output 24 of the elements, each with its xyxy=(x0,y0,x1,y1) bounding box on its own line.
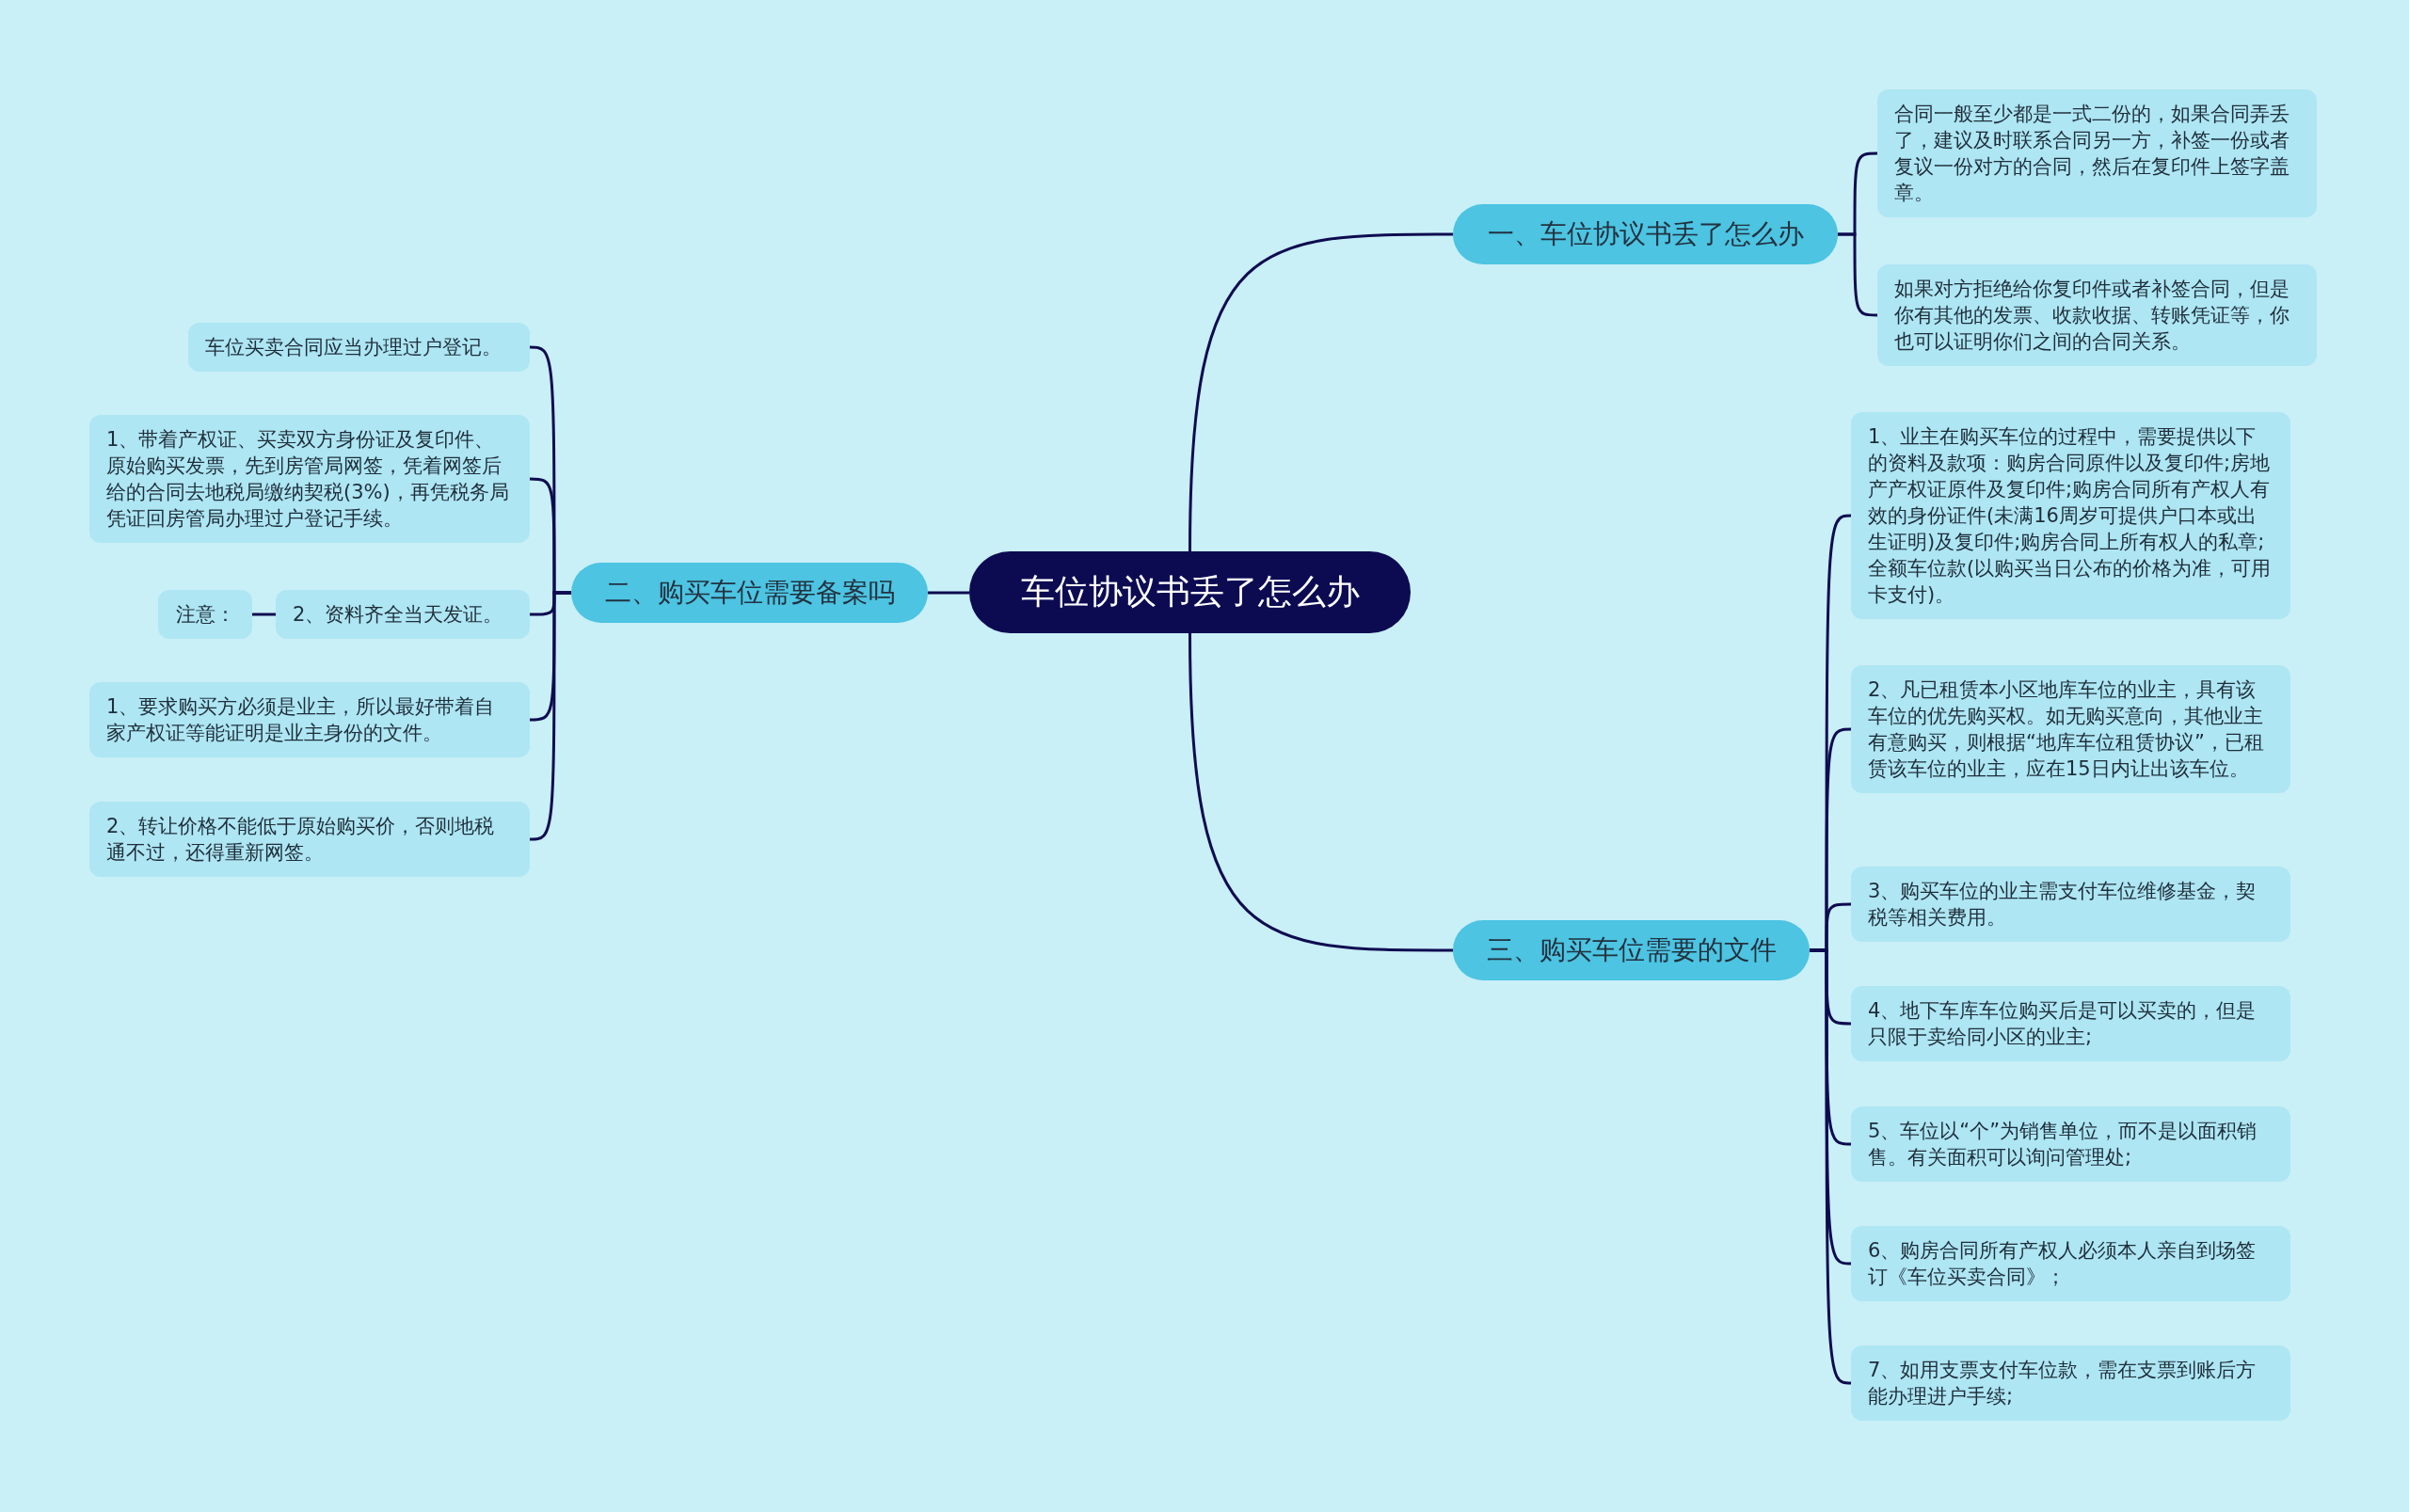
detail-box: 如果对方拒绝给你复印件或者补签合同，但是你有其他的发票、收款收据、转账凭证等，你也可以证明你们之间的合同关系。 xyxy=(1877,264,2317,366)
detail-box: 2、资料齐全当天发证。 xyxy=(276,590,530,639)
detail-box: 1、业主在购买车位的过程中，需要提供以下的资料及款项：购房合同原件以及复印件;房地产产权证原件及复印件;购房合同所有产权人有效的身份证件(未满16周岁可提供户口本或出生证明)及复印件;购房合同上所有权人的私章;全额车位款(以购买当日公布的价格为准，可用卡支付)。 xyxy=(1851,412,2290,619)
detail-box: 6、购房合同所有产权人必须本人亲自到场签订《车位买卖合同》； xyxy=(1851,1226,2290,1301)
branch-topic: 二、购买车位需要备案吗 xyxy=(571,563,928,623)
central-topic: 车位协议书丢了怎么办 xyxy=(969,551,1411,633)
detail-box: 2、转让价格不能低于原始购买价，否则地税通不过，还得重新网签。 xyxy=(89,802,530,877)
branch-topic: 三、购买车位需要的文件 xyxy=(1453,920,1810,980)
detail-box: 1、带着产权证、买卖双方身份证及复印件、原始购买发票，先到房管局网签，凭着网签后给的合同去地税局缴纳契税(3%)，再凭税务局凭证回房管局办理过户登记手续。 xyxy=(89,415,530,543)
detail-box: 5、车位以“个”为销售单位，而不是以面积销售。有关面积可以询问管理处; xyxy=(1851,1106,2290,1182)
detail-box: 4、地下车库车位购买后是可以买卖的，但是只限于卖给同小区的业主; xyxy=(1851,986,2290,1061)
note-tag: 注意： xyxy=(158,590,252,639)
connector-line xyxy=(1810,948,1852,1385)
connector-line xyxy=(1189,632,1453,952)
detail-box: 1、要求购买方必须是业主，所以最好带着自家产权证等能证明是业主身份的文件。 xyxy=(89,682,530,757)
detail-box: 3、购买车位的业主需支付车位维修基金，契税等相关费用。 xyxy=(1851,867,2290,942)
detail-box: 7、如用支票支付车位款，需在支票到账后方能办理进户手续; xyxy=(1851,1345,2290,1421)
detail-box: 合同一般至少都是一式二份的，如果合同弄丢了，建议及时联系合同另一方，补签一份或者复议一份对方的合同，然后在复印件上签字盖章。 xyxy=(1877,89,2317,217)
connector-line xyxy=(252,613,276,616)
connector-line xyxy=(928,591,969,595)
branch-topic: 一、车位协议书丢了怎么办 xyxy=(1453,204,1838,264)
detail-box: 车位买卖合同应当办理过户登记。 xyxy=(188,323,530,372)
connector-line xyxy=(1189,232,1453,552)
detail-box: 2、凡已租赁本小区地库车位的业主，具有该车位的优先购买权。如无购买意向，其他业主有意购买，则根据“地库车位租赁协议”，已租赁该车位的业主，应在15日内让出该车位。 xyxy=(1851,665,2290,793)
